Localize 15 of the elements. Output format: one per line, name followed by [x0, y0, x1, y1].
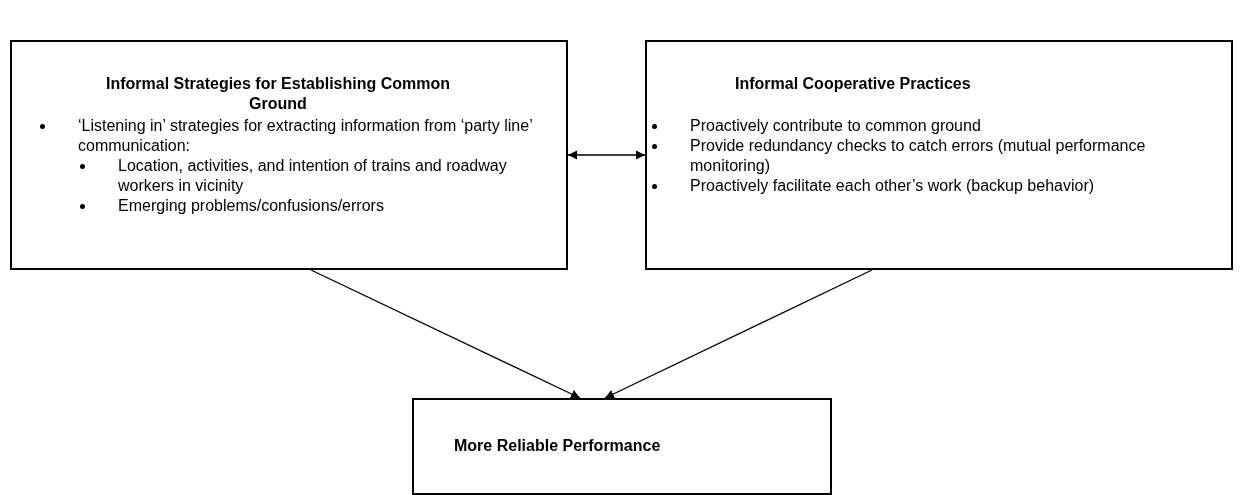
box-heading: Informal Strategies for Establishing Common Ground [104, 74, 451, 114]
arrow [567, 150, 646, 160]
text-box [645, 40, 1233, 270]
bullet-item: Emerging problems/confusions/errors [118, 196, 385, 216]
bullet-item: Proactively contribute to common ground [690, 116, 982, 136]
box-heading: More Reliable Performance [454, 436, 662, 456]
box-heading: Informal Cooperative Practices [735, 74, 972, 94]
arrow [310, 269, 581, 399]
bullet-item: Location, activities, and intention of trains and roadway workers in vicinity [118, 156, 508, 196]
bullet-item: Proactively facilitate each other’s work (backup behavior) [690, 176, 1096, 196]
bullet-item: Provide redundancy checks to catch errors (mutual performance monitoring) [690, 136, 1147, 176]
text-box [10, 40, 568, 270]
bullet-item: ‘Listening in’ strategies for extracting information from ‘party line’ communication: [78, 116, 534, 156]
arrow [604, 269, 873, 399]
text-box [412, 398, 832, 495]
